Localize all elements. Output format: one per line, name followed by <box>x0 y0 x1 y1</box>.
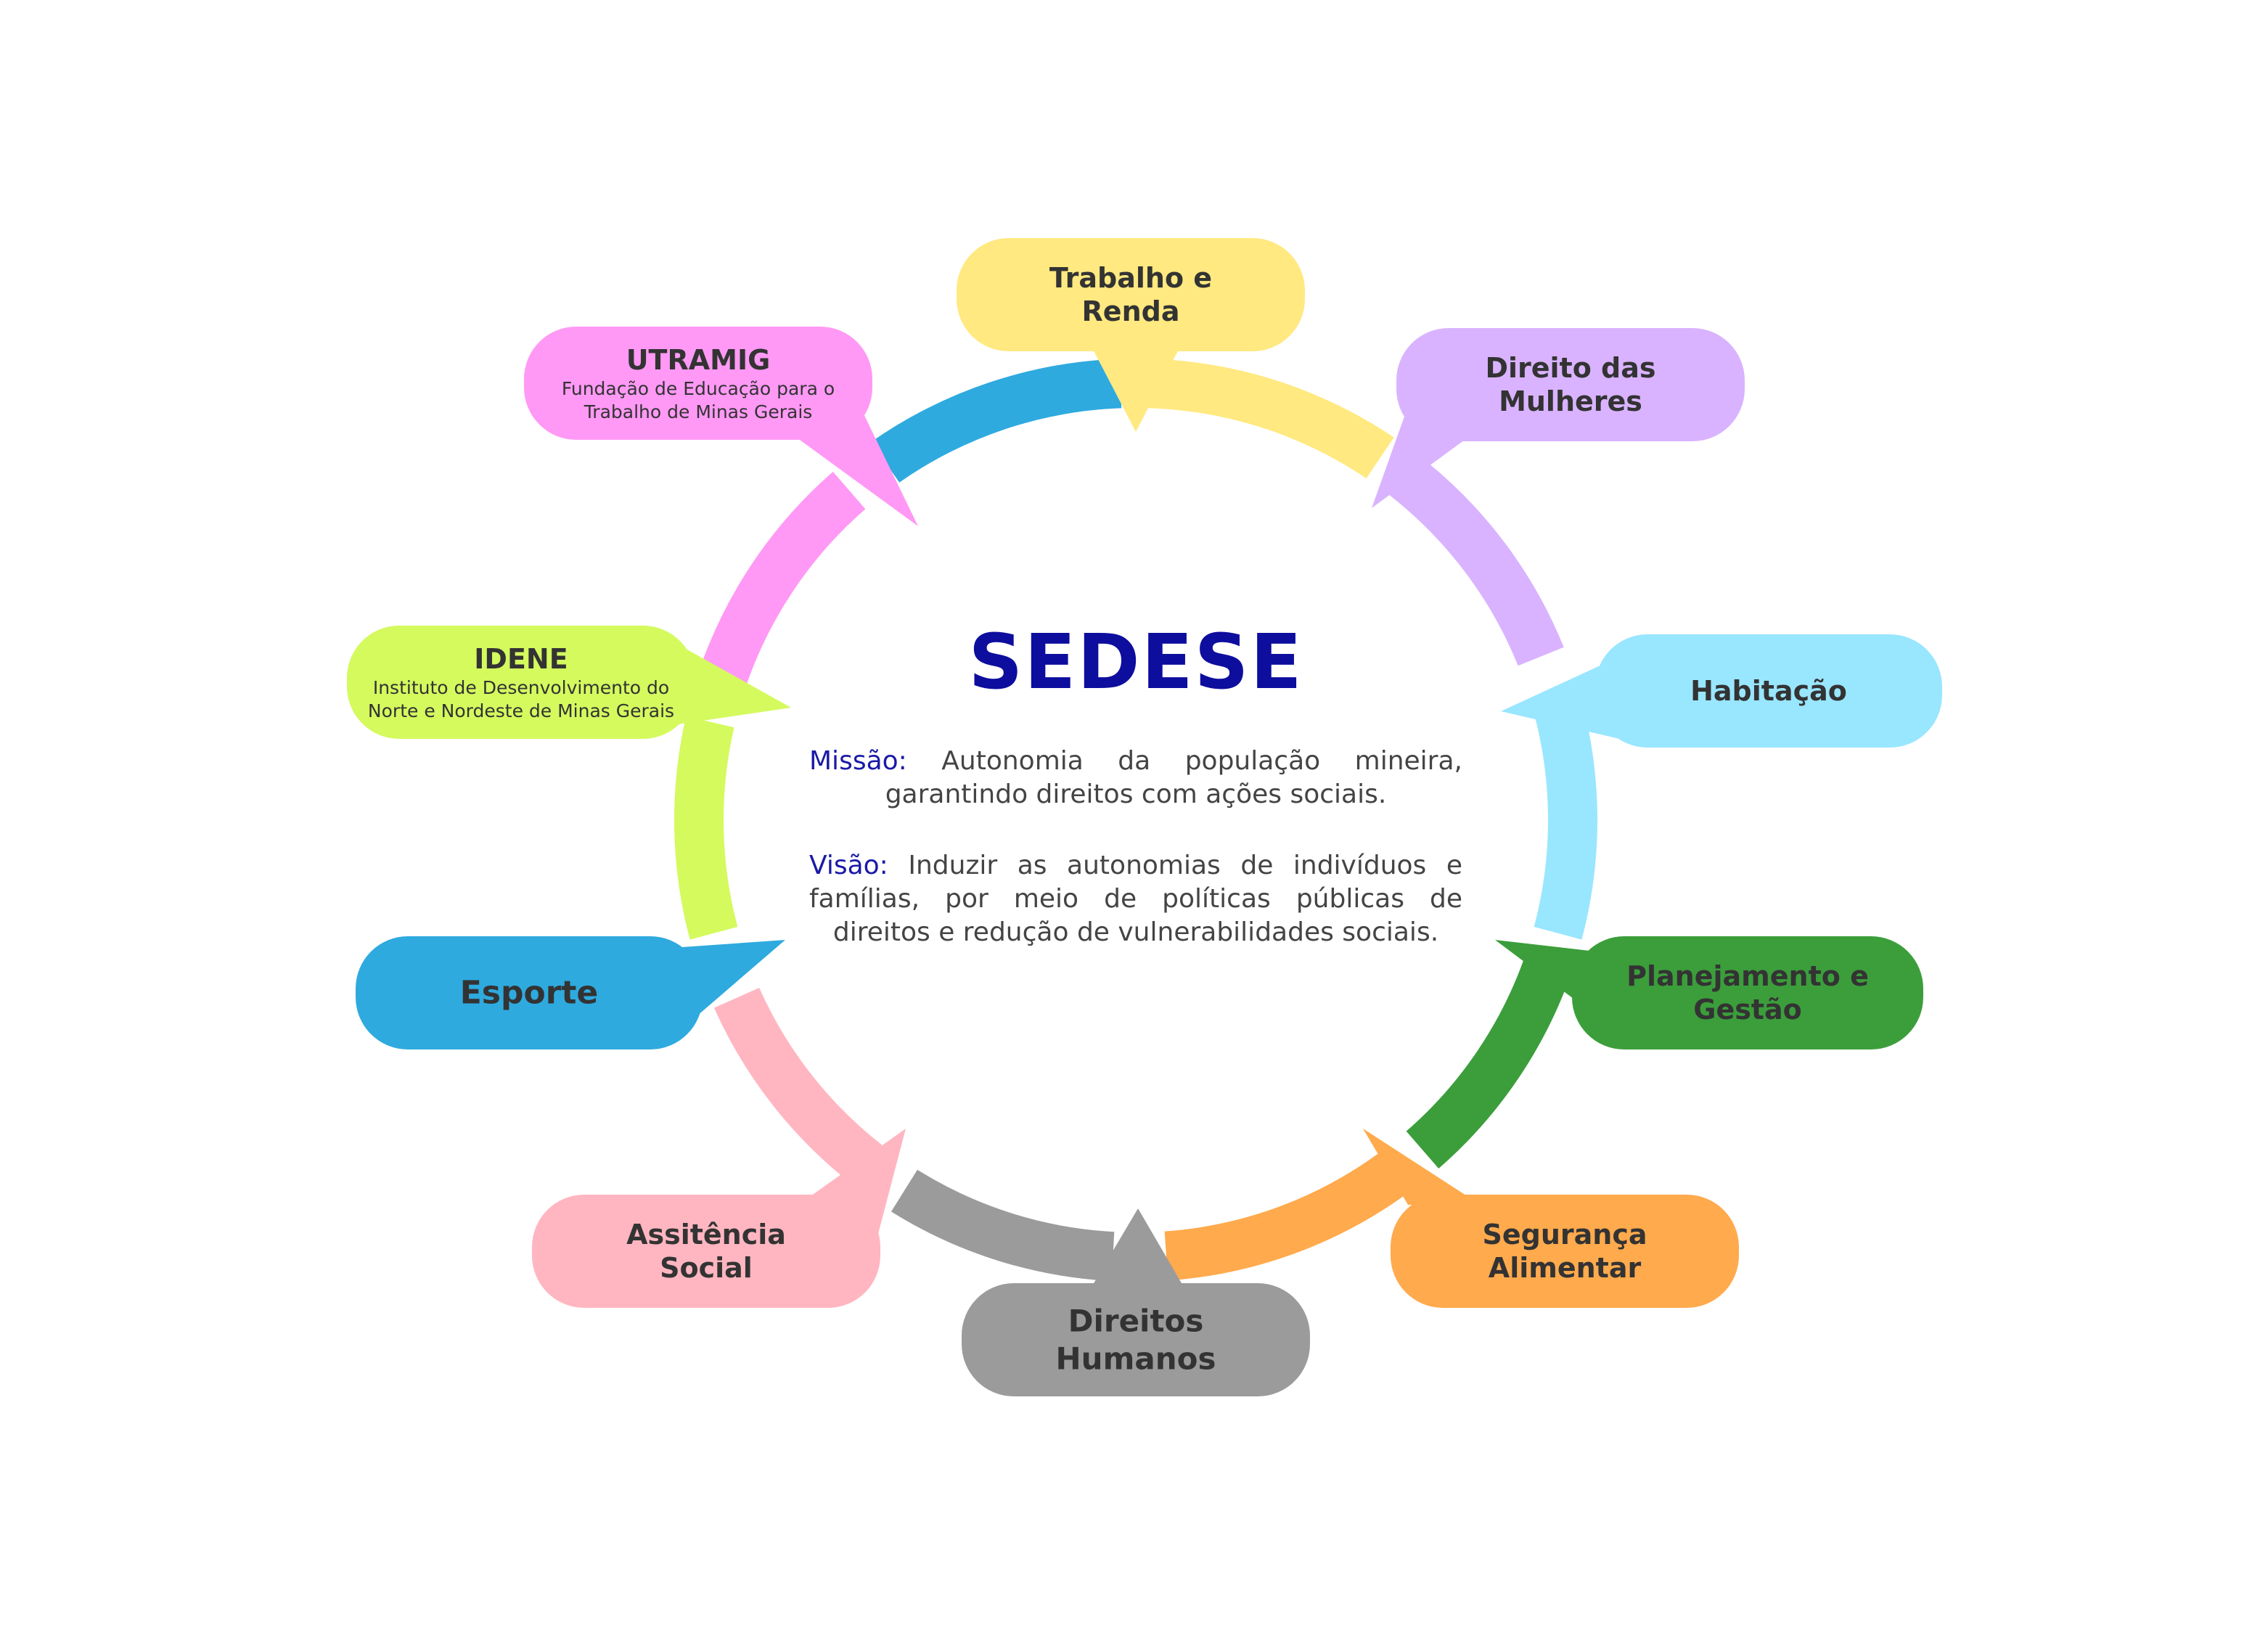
node-planejamento-pointer <box>1495 940 1597 1016</box>
ring-segment-planejamento <box>1406 954 1573 1169</box>
ring-segment-mulheres <box>1389 456 1564 666</box>
node-seguranca-title-line: Segurança <box>1483 1219 1647 1251</box>
node-idene-bubble <box>347 626 695 739</box>
center-title: SEDESE <box>968 618 1303 706</box>
node-direitos-humanos-pointer <box>1089 1208 1187 1292</box>
node-habitacao: Habitação <box>1501 634 1942 748</box>
node-direitos-humanos-bubble <box>962 1283 1310 1396</box>
node-idene-subtitle-line: Norte e Nordeste de Minas Gerais <box>368 700 674 721</box>
node-utramig-title-line: UTRAMIG <box>626 344 771 376</box>
node-trabalho-bubble <box>957 238 1305 351</box>
node-utramig-subtitle-line: Trabalho de Minas Gerais <box>584 401 813 422</box>
node-mulheres-bubble <box>1396 328 1745 441</box>
node-utramig-subtitle-line: Fundação de Educação para o <box>562 378 835 399</box>
mission-statement: Missão: Autonomia da população mineira, … <box>809 745 1462 811</box>
node-idene-title-line: IDENE <box>474 643 568 675</box>
node-seguranca-title-line: Alimentar <box>1489 1252 1642 1284</box>
ring-segment-direitos-humanos <box>891 1169 1115 1282</box>
ring <box>674 359 1597 1282</box>
node-planejamento-title-line: Gestão <box>1693 994 1802 1026</box>
node-mulheres-title-line: Direito das <box>1485 352 1655 384</box>
ring-segment-idene <box>674 716 738 940</box>
node-assistencia-title-line: Social <box>660 1252 753 1284</box>
node-habitacao-pointer <box>1501 660 1626 740</box>
node-assistencia-title-line: Assitência <box>626 1219 786 1251</box>
node-idene-subtitle-line: Instituto de Desenvolvimento do <box>373 677 669 698</box>
node-direitos-humanos-title-line: Direitos <box>1068 1303 1204 1339</box>
vision-label: Visão: <box>809 851 888 880</box>
node-habitacao-bubble <box>1595 634 1942 748</box>
node-esporte-pointer <box>682 940 785 1016</box>
ring-segment-assistencia <box>713 988 883 1184</box>
node-habitacao-title-line: Habitação <box>1690 675 1847 707</box>
node-seguranca-bubble <box>1391 1195 1739 1308</box>
ring-segment-habitacao <box>1530 685 1597 940</box>
node-esporte-title-line: Esporte <box>460 975 599 1012</box>
node-esporte: Esporte <box>356 936 785 1049</box>
node-idene-pointer <box>668 639 791 726</box>
node-planejamento-title-line: Planejamento e <box>1626 960 1869 992</box>
node-seguranca-pointer <box>1363 1129 1481 1205</box>
node-trabalho-title-line: Trabalho e <box>1049 262 1212 294</box>
mission-label: Missão: <box>809 746 907 776</box>
node-trabalho-title-line: Renda <box>1082 295 1180 327</box>
vision-text: Induzir as autonomias de indivíduos e fa… <box>809 851 1462 947</box>
node-utramig-bubble <box>524 327 872 440</box>
vision-statement: Visão: Induzir as autonomias de indivídu… <box>809 849 1462 949</box>
node-direitos-humanos-title-line: Humanos <box>1056 1341 1216 1377</box>
ring-segment-seguranca <box>1164 1153 1407 1281</box>
ring-segment-trabalho <box>1142 359 1394 479</box>
node-assistencia-bubble <box>532 1195 880 1308</box>
ring-segment-esporte <box>871 359 1122 483</box>
ring-segment-utramig <box>697 472 866 693</box>
node-trabalho-pointer <box>1089 341 1183 432</box>
center-panel: SEDESE Missão: Autonomia da população mi… <box>809 610 1462 987</box>
node-esporte-bubble <box>356 936 703 1049</box>
node-mulheres-title-line: Mulheres <box>1499 385 1642 417</box>
mission-text: Autonomia da população mineira, garantin… <box>885 746 1462 809</box>
node-planejamento-bubble <box>1572 936 1923 1049</box>
